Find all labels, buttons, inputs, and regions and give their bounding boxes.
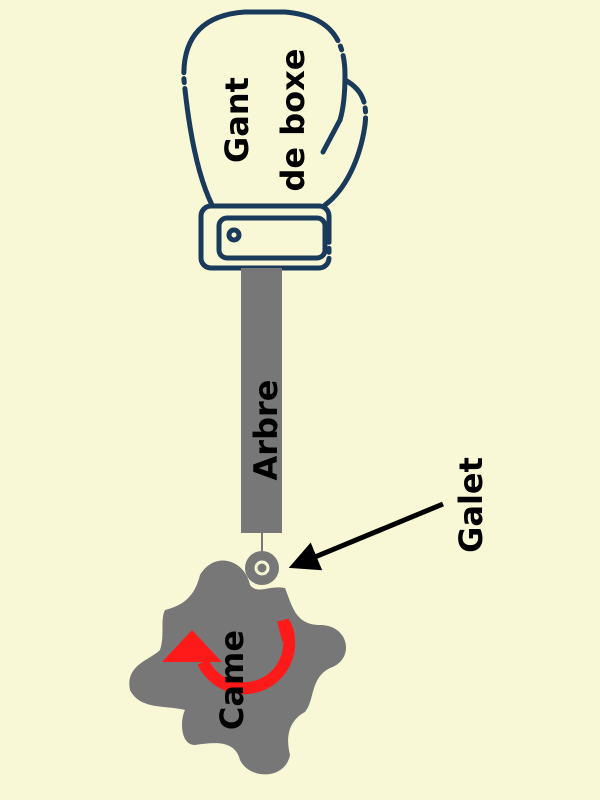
- glove-label-line1: Gant: [218, 77, 256, 163]
- glove-label-line2: de boxe: [274, 49, 312, 192]
- roller-label: Galet: [452, 457, 490, 553]
- roller: [245, 551, 279, 585]
- rotation-arrow-icon: [162, 618, 296, 695]
- cam-label: Came: [213, 630, 251, 730]
- roller-pointer-arrow: [288, 501, 444, 571]
- cam: [129, 560, 347, 775]
- shaft: [241, 268, 282, 533]
- shaft-label: Arbre: [247, 380, 285, 481]
